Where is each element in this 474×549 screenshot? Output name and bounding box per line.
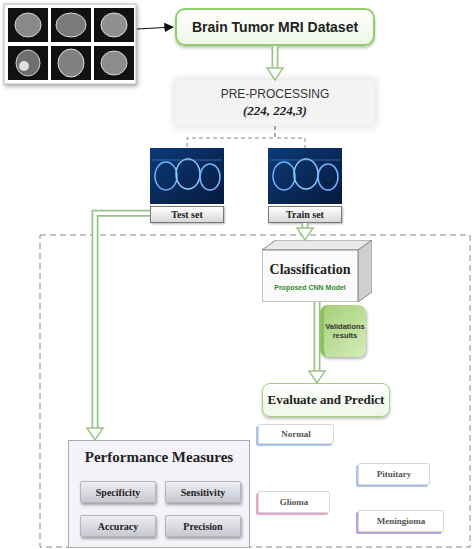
connector-outline <box>95 213 150 428</box>
connector-outline <box>302 223 309 228</box>
connector-core <box>95 213 150 428</box>
connector <box>297 223 313 240</box>
class-label-box: Meningioma <box>358 510 444 532</box>
mri-thumbnail <box>51 46 91 80</box>
class-label-box: Normal <box>258 424 334 444</box>
brain-outline <box>155 162 177 190</box>
connector <box>309 302 325 383</box>
metric-box: Precision <box>165 515 241 537</box>
node-label: Sensitivity <box>181 487 225 498</box>
scan-line <box>152 160 222 161</box>
connector <box>87 213 150 440</box>
input-arrow <box>137 27 173 29</box>
connector <box>267 46 283 80</box>
cube-side-face <box>358 240 372 302</box>
connector-line <box>187 126 275 148</box>
brain-outline <box>294 159 318 189</box>
node-label: Brain Tumor MRI Dataset <box>192 19 358 35</box>
dashed-enclosure <box>40 235 470 547</box>
connector-core <box>315 302 319 371</box>
mri-thumbnail <box>94 8 134 42</box>
node-label: Train set <box>268 206 342 223</box>
node-label: Evaluate and Predict <box>268 392 385 408</box>
dataset-box: Brain Tumor MRI Dataset <box>175 8 375 46</box>
node-label: Accuracy <box>98 521 139 532</box>
node-label: PRE-PROCESSING <box>221 87 330 101</box>
metric-box: Accuracy <box>80 515 156 537</box>
mri-panel <box>268 148 342 204</box>
brain-outline <box>318 164 338 190</box>
mri-thumbnail-grid <box>4 4 173 84</box>
mri-thumbnail <box>8 46 48 80</box>
node-label: Pituitary <box>377 469 412 479</box>
arrow-head <box>87 428 103 440</box>
brain-slice <box>15 13 41 37</box>
cube-front-face <box>262 250 358 302</box>
train-set-box: Train set <box>268 148 342 223</box>
metric-box: Specificity <box>80 481 156 503</box>
scan-line <box>270 160 340 161</box>
thumbnail-frame <box>4 4 136 84</box>
node-sublabel: Proposed CNN Model <box>274 284 346 291</box>
validation-tab: Validations results <box>320 305 366 357</box>
node-sublabel: (224, 224,3) <box>243 103 307 119</box>
node-label: Performance Measures <box>85 449 233 466</box>
brain-outline <box>273 162 295 190</box>
classification-cube: ClassificationProposed CNN Model <box>262 240 372 302</box>
node-label: Meningioma <box>377 516 426 526</box>
node-label: Normal <box>281 429 311 439</box>
cube-top-face <box>262 240 372 250</box>
connector-core <box>273 46 277 68</box>
brain-slice <box>56 13 86 37</box>
connector-outline <box>272 46 279 68</box>
connector-outline <box>314 302 321 371</box>
connector-line <box>275 126 305 148</box>
brain-slice <box>101 51 127 75</box>
thumbnail-cells <box>8 8 134 80</box>
class-label-box: Pituitary <box>358 463 430 485</box>
node-label: Test set <box>150 206 224 223</box>
node-label: Classification <box>270 262 351 278</box>
node-label: Glioma <box>280 497 309 507</box>
mri-thumbnail <box>8 8 48 42</box>
mri-thumbnail <box>51 8 91 42</box>
brain-slice <box>58 49 84 77</box>
metric-box: Sensitivity <box>165 481 241 503</box>
preprocessing-box: PRE-PROCESSING (224, 224,3) <box>175 80 375 126</box>
evaluate-box: Evaluate and Predict <box>262 383 390 417</box>
arrow-head <box>297 228 313 240</box>
performance-panel: Performance MeasuresSpecificity Sensitivi… <box>68 440 250 548</box>
node-label: Precision <box>183 521 222 532</box>
tumor-spot <box>19 61 29 71</box>
node-label: Validations results <box>324 322 366 341</box>
brain-outline <box>200 164 220 190</box>
class-label-box: Glioma <box>258 491 330 513</box>
test-set-box: Test set <box>150 148 224 223</box>
brain-outline <box>176 159 200 189</box>
connector <box>275 126 305 148</box>
brain-slice <box>101 13 127 37</box>
connector <box>187 126 275 148</box>
brain-slice <box>16 50 40 76</box>
mri-panel <box>150 148 224 204</box>
arrow-head <box>309 371 325 383</box>
mri-thumbnail <box>94 46 134 80</box>
arrow-head <box>267 68 283 80</box>
mri-set-image <box>268 148 342 204</box>
node-label: Specificity <box>96 487 140 498</box>
connector-core <box>303 223 307 228</box>
mri-set-image <box>150 148 224 204</box>
